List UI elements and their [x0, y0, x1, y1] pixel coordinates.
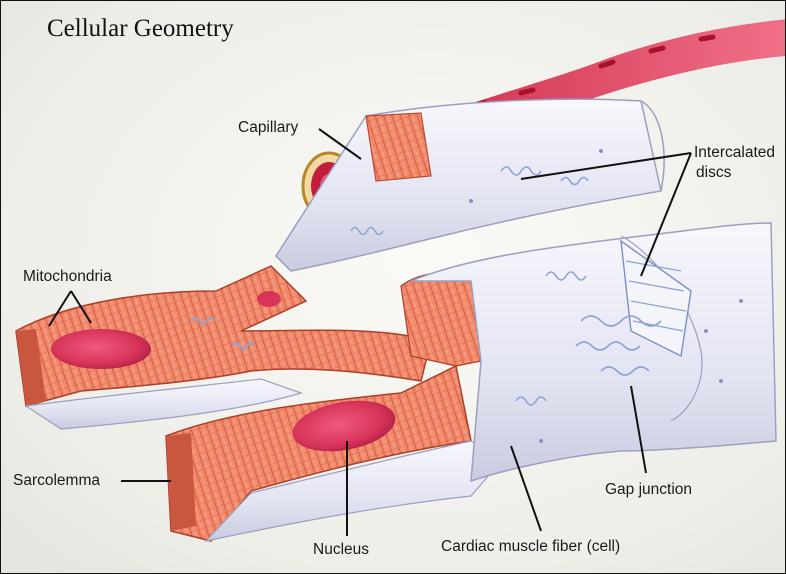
sarcolemma-label: Sarcolemma — [13, 472, 100, 490]
mitochondria-label: Mitochondria — [23, 268, 112, 286]
gap-junction-label: Gap junction — [605, 481, 692, 499]
mitochondria-organelle-1 — [51, 329, 151, 369]
intercalated-discs-label-line1: Intercalated — [694, 144, 775, 162]
diagram-title: Cellular Geometry — [47, 15, 234, 43]
capillary-label: Capillary — [238, 119, 298, 137]
cardiac-muscle-fiber-label: Cardiac muscle fiber (cell) — [441, 538, 620, 556]
mitochondria-organelle-2 — [257, 291, 281, 307]
intercalated-discs-label-line2: discs — [696, 164, 731, 182]
nucleus-label: Nucleus — [313, 541, 369, 559]
